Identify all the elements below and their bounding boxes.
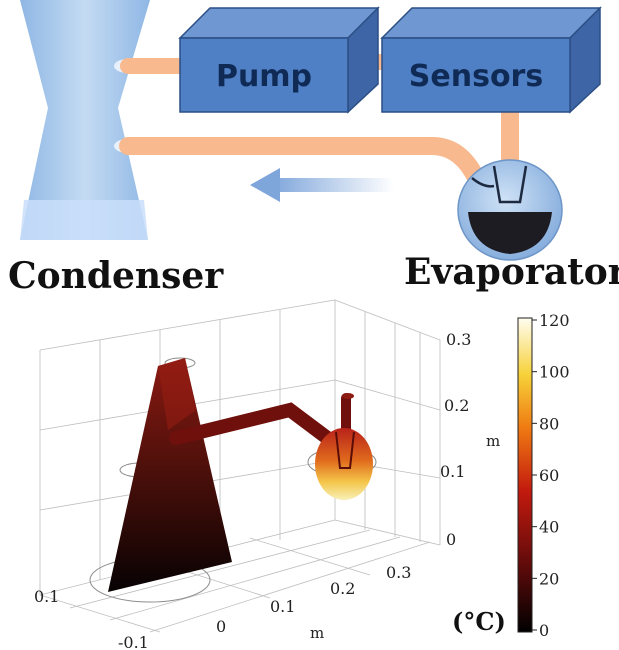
colorbar-unit: (°C) [452, 607, 506, 636]
colorbar-tick-label: 120 [539, 311, 570, 330]
flow-arrow [250, 168, 394, 202]
colorbar-tick-label: 0 [539, 621, 549, 640]
sensors-box: Sensors [380, 6, 602, 114]
connecting-pipe [169, 393, 351, 447]
condenser-label: Condenser [8, 255, 224, 297]
pump-label: Pump [216, 59, 312, 94]
condenser-tower [108, 358, 232, 592]
evaporator-shape [457, 159, 563, 261]
ytick-0: 0.1 [34, 587, 59, 606]
colorbar-tick-label: 100 [539, 363, 570, 382]
xtick-0: 0.1 [270, 597, 295, 616]
plot-grid [39, 299, 441, 633]
ytick-1: 0 [216, 617, 226, 636]
colorbar-tick-label: 60 [539, 466, 559, 485]
ytick-2: -0.1 [118, 633, 149, 650]
colorbar-tick-label: 80 [539, 414, 559, 433]
xtick-1: 0.2 [330, 579, 355, 598]
evaporator-bulb [315, 393, 373, 500]
vtick-1: 0.2 [444, 396, 469, 415]
sensors-label: Sensors [409, 59, 543, 94]
schematic: Pump Sensors Condenser Evaporator [8, 0, 619, 297]
colorbar: 120 100 80 60 40 20 0 (°C) [452, 311, 570, 640]
pump-box: Pump [178, 6, 380, 114]
xtick-2: 0.3 [386, 563, 411, 582]
evaporator-label: Evaporator [404, 251, 619, 293]
condenser-shape [20, 0, 150, 240]
plot3d: 0.3 0.2 0.1 0 m 0.1 0.2 0.3 m 0.1 0 -0.1 [34, 299, 500, 650]
colorbar-ticks: 120 100 80 60 40 20 0 [532, 311, 570, 640]
colorbar-tick-label: 20 [539, 569, 559, 588]
colorbar-tick-label: 40 [539, 518, 559, 537]
vtick-3: 0 [446, 530, 456, 549]
x-axis-label: m [310, 624, 324, 642]
vertical-axis-label: m [486, 432, 500, 450]
vtick-2: 0.1 [440, 462, 465, 481]
vtick-0: 0.3 [446, 330, 471, 349]
colorbar-gradient [517, 317, 533, 633]
